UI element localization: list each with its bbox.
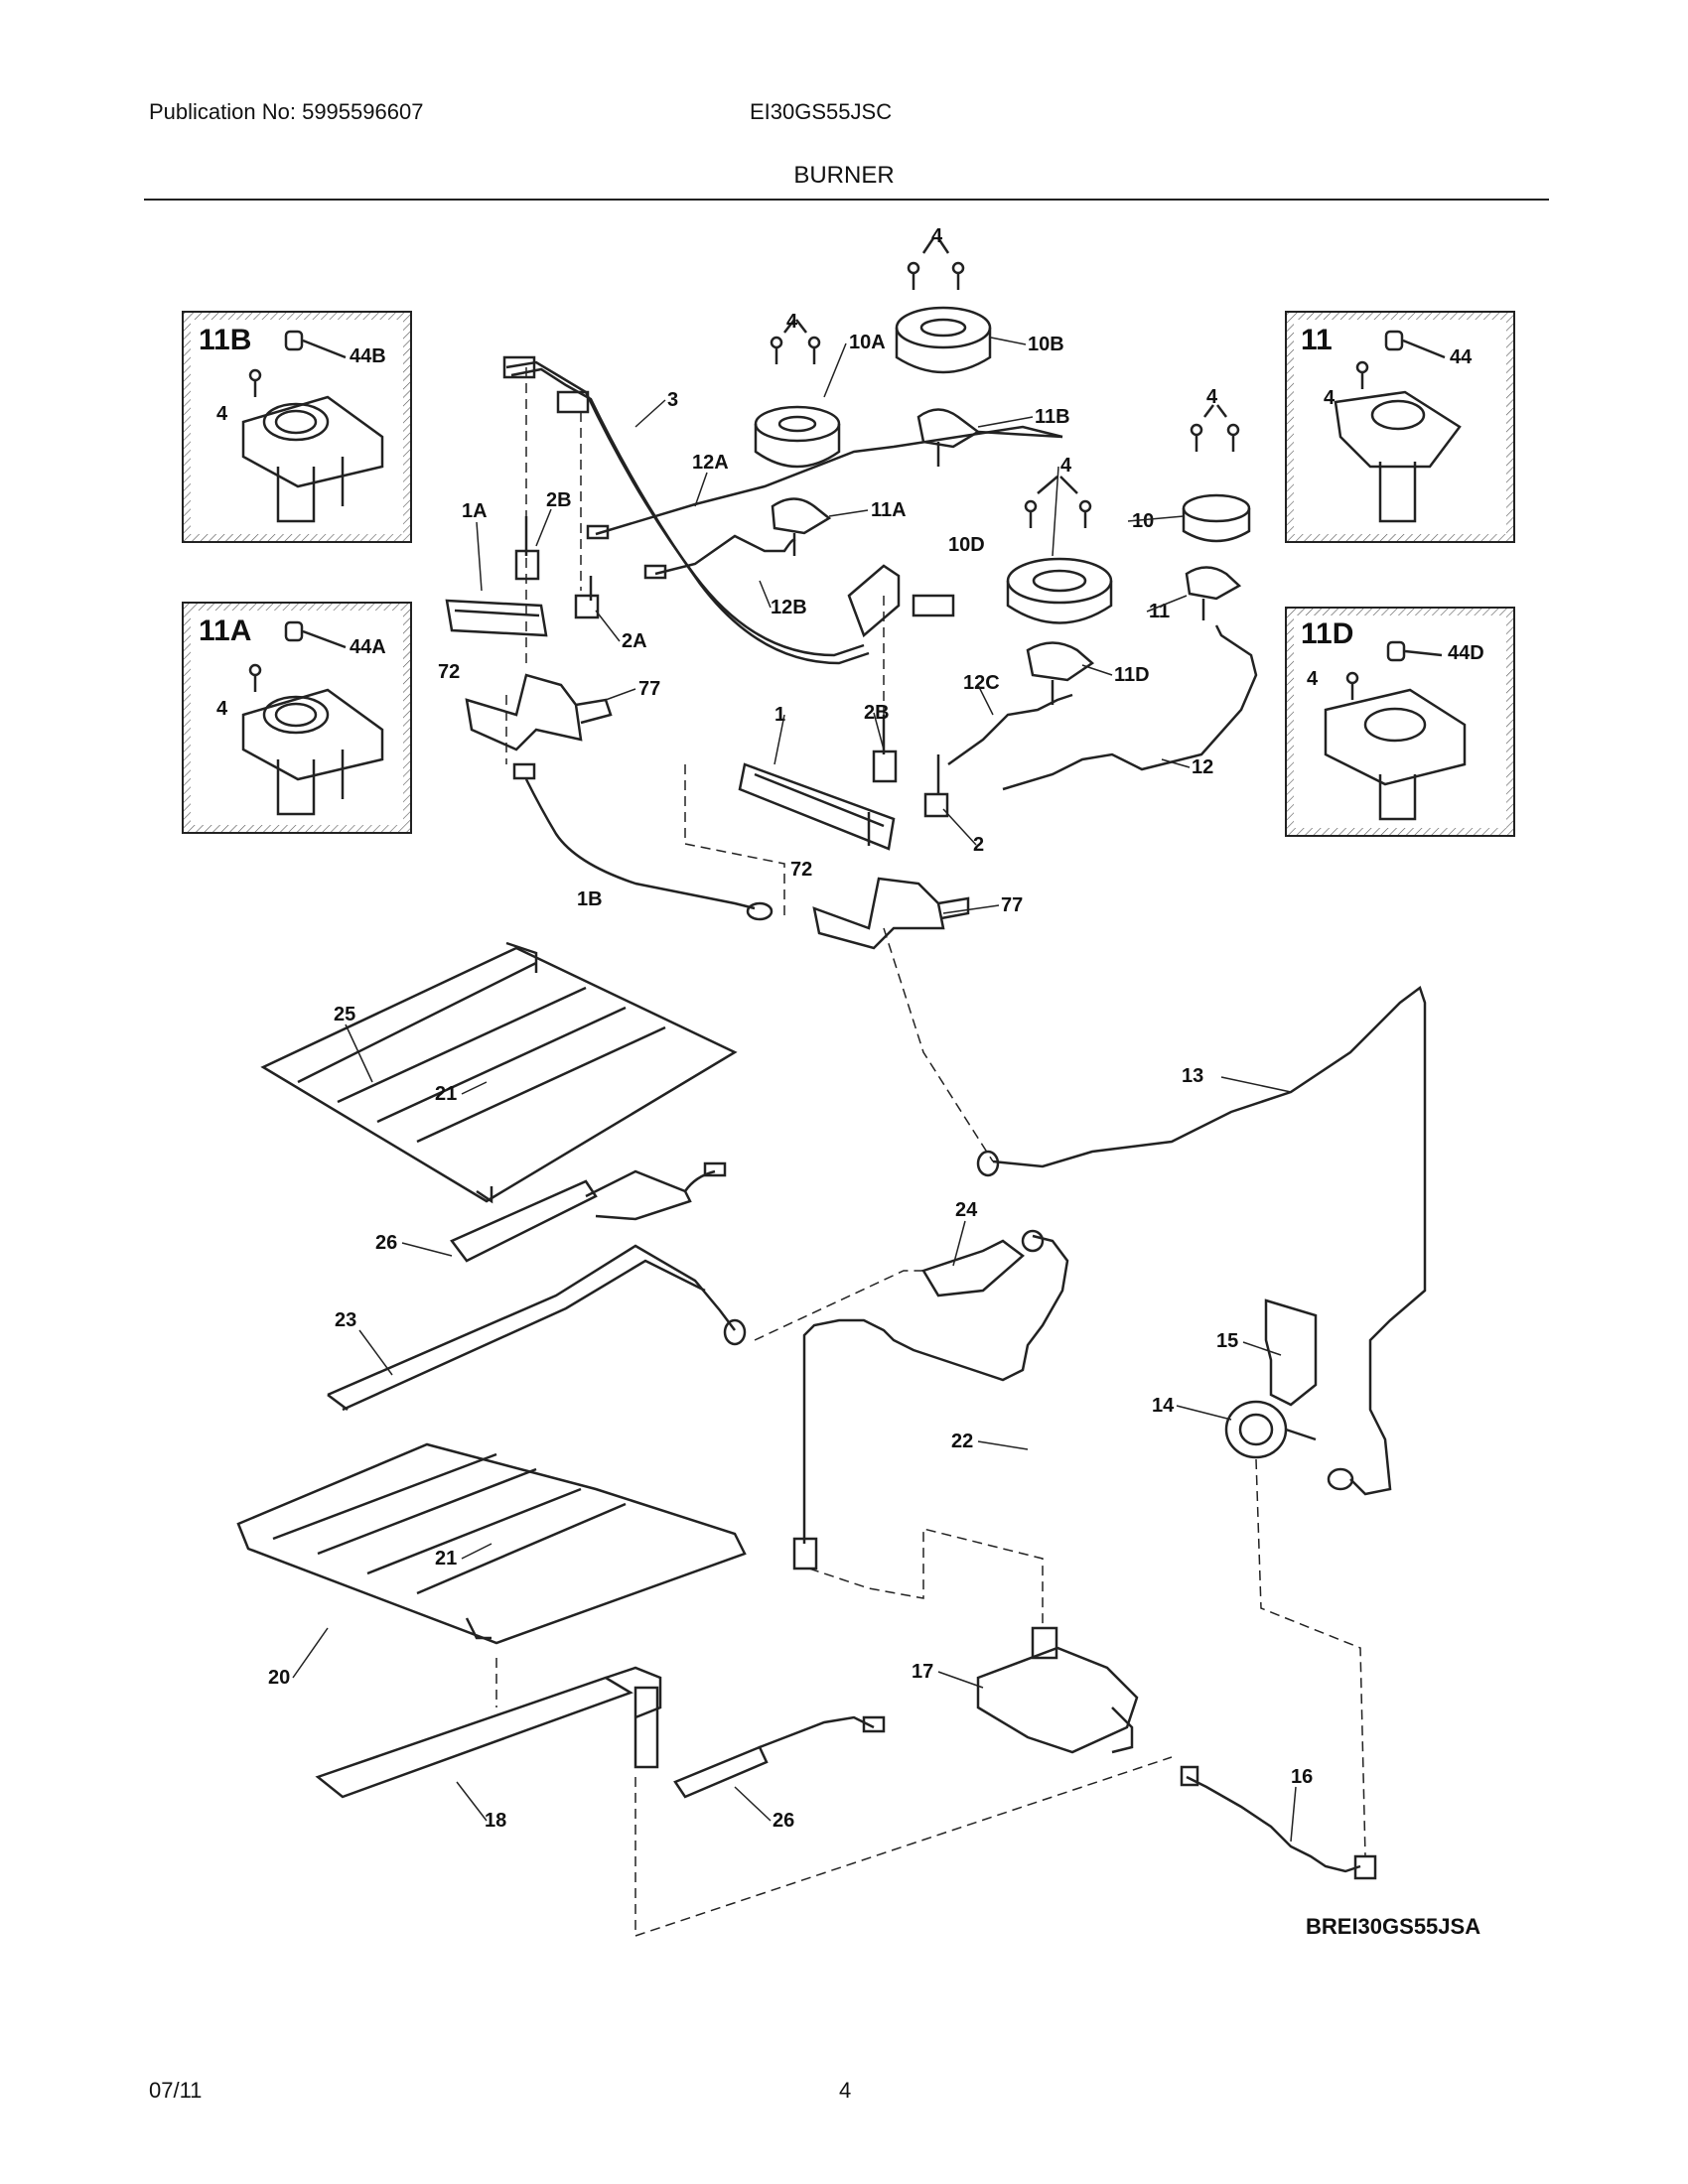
manifold-and-valves (445, 355, 1258, 950)
callout: 10 (1132, 510, 1154, 532)
inset-title: 11D (1301, 617, 1353, 650)
callout: 44A (350, 636, 386, 658)
callout: 1B (577, 888, 603, 910)
callout: 2A (622, 630, 647, 652)
inset-title: 11 (1301, 324, 1333, 356)
burner-base-icon (241, 330, 384, 523)
oven-burner-assembly (236, 941, 1427, 1880)
callout: 10A (849, 332, 886, 353)
model-number: EI30GS55JSC (750, 99, 893, 124)
drawing-code: BREI30GS55JSA (1306, 1914, 1480, 1939)
callout: 4 (931, 225, 943, 247)
callout: 77 (638, 678, 660, 700)
callout: 20 (268, 1667, 290, 1689)
callout: 23 (335, 1309, 356, 1331)
callout: 22 (951, 1431, 973, 1452)
callout: 12A (692, 452, 729, 474)
inset-11a: 11A 44A 4 (182, 602, 412, 834)
callout: 4 (1060, 455, 1072, 477)
callout: 3 (667, 389, 678, 411)
callout: 21 (435, 1083, 457, 1105)
inset-title: 11A (199, 614, 251, 647)
callout: 72 (790, 859, 812, 881)
section-title: BURNER (793, 162, 895, 189)
header-divider (144, 199, 1549, 201)
callout: 12B (771, 597, 807, 618)
callout: 14 (1152, 1395, 1175, 1417)
callout: 11 (1149, 601, 1170, 622)
inset-11: 11 44 4 (1285, 311, 1515, 543)
callout: 10B (1028, 334, 1064, 355)
callout: 2 (973, 834, 984, 856)
callout: 10D (948, 534, 985, 556)
callout: 17 (912, 1661, 933, 1683)
burner-base-icon (1324, 640, 1467, 821)
callout: 15 (1216, 1330, 1238, 1352)
callout: 2B (546, 489, 572, 511)
burner-base-icon (1334, 330, 1462, 523)
callout: 77 (1001, 894, 1023, 916)
callout: 26 (773, 1810, 794, 1832)
inset-11b: 11B 44B 4 (182, 311, 412, 543)
assembly-leader-lines (495, 367, 1366, 1937)
callout: 4 (786, 311, 798, 333)
callout-leaders (292, 337, 1297, 1843)
callout: 4 (216, 403, 228, 425)
callout: 44D (1448, 642, 1484, 664)
callout: 4 (1206, 386, 1218, 408)
callout: 4 (1324, 387, 1336, 409)
callout: 11D (1114, 664, 1150, 686)
callout: 12 (1192, 756, 1213, 778)
callout: 72 (438, 661, 460, 683)
burner-base-icon (241, 620, 384, 816)
inset-title: 11B (199, 324, 251, 356)
callout: 44 (1450, 346, 1473, 368)
callout: 16 (1291, 1766, 1313, 1788)
publication-number: Publication No: 5995596607 (149, 99, 424, 124)
callout: 11B (1035, 406, 1070, 428)
callout: 4 (216, 698, 228, 720)
callout: 2B (864, 702, 890, 724)
inset-11d: 11D 44D 4 (1285, 607, 1515, 837)
callout: 13 (1182, 1065, 1203, 1087)
callout: 12C (963, 672, 1000, 694)
callout: 26 (375, 1232, 397, 1254)
callout: 1 (774, 704, 785, 726)
burner-assemblies (754, 237, 1251, 705)
page-number: 4 (839, 2078, 852, 2103)
footer-date: 07/11 (149, 2078, 203, 2103)
callout: 21 (435, 1548, 457, 1570)
callout: 25 (334, 1004, 355, 1025)
callout-labels: 4 4 10B 4 10A 11B 3 12A 1A 2B 11A 4 10 1… (268, 225, 1313, 1832)
callout: 44B (350, 345, 386, 367)
callout: 11A (871, 499, 907, 521)
callout: 4 (1307, 668, 1319, 690)
callout: 1A (462, 500, 488, 522)
callout: 24 (955, 1199, 978, 1221)
callout: 18 (485, 1810, 506, 1832)
